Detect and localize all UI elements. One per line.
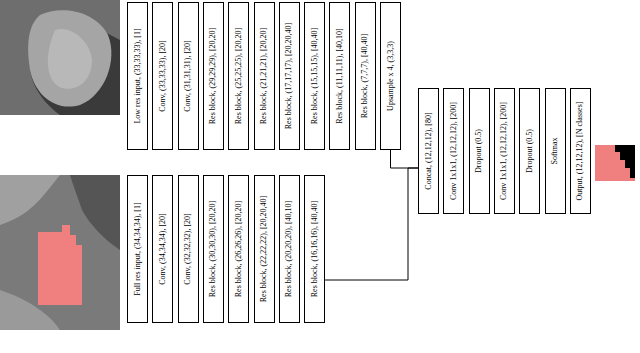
layer-label: Res block, (30,30,30), [20,20] <box>209 201 217 297</box>
output-background <box>615 145 635 178</box>
layer-box: Res block, (7,7,7), [40,40] <box>355 2 376 150</box>
layer-label: Upsample x 4, (3,3,3) <box>387 41 395 111</box>
layer-box: Low res input, (33,33,33), [1] <box>127 2 148 150</box>
layer-box: Conv, (34,34,34), [20] <box>152 175 173 323</box>
layer-label: Res block, (22,22,22), [20,20,40] <box>260 196 268 302</box>
layer-label: Dropout (0.5) <box>526 129 534 173</box>
layer-box: Dropout (0.5) <box>519 88 540 214</box>
segmentation-mask <box>38 225 82 305</box>
layer-label: Conv 1x1x1, (12,12,12), [200] <box>500 102 508 200</box>
layer-label: Conv, (33,33,33), [20] <box>159 40 167 111</box>
layer-box: Res block, (17,17,17), [20,20,40] <box>279 2 300 150</box>
layer-label: Res block, (26,26,26), [20,20] <box>235 201 243 297</box>
scan-ground <box>0 175 120 330</box>
merge-line <box>391 150 419 168</box>
layer-label: Res block, (25,25,25), [20,20] <box>235 28 243 124</box>
layer-box: Res block, (16,16,16), [40,40] <box>304 175 325 323</box>
layer-label: Res block, (7,7,7), [40,40] <box>361 34 369 118</box>
scan-organ <box>28 10 111 106</box>
layer-label: Concat, (12,12,12), [80] <box>425 112 433 189</box>
layer-box: Concat, (12,12,12), [80] <box>418 88 439 214</box>
layer-box: Upsample x 4, (3,3,3) <box>380 2 401 150</box>
layer-label: Res block, (20,20,20), [40,10] <box>285 201 293 297</box>
low-res-scan <box>0 0 120 115</box>
layer-box: Res block, (22,22,22), [20,20,40] <box>254 175 275 323</box>
layer-box: Res block, (29,29,29), [20,20] <box>203 2 224 150</box>
layer-box: Full res input, (34,34,34), [1] <box>127 175 148 323</box>
layer-label: Conv, (31,31,31), [20] <box>184 40 192 111</box>
layer-label: Res block, (29,29,29), [20,20] <box>209 28 217 124</box>
scan-dark <box>70 175 120 250</box>
layer-box: Softmax <box>545 88 566 214</box>
layer-box: Conv, (32,32,32), [20] <box>178 175 199 323</box>
layer-label: Dropout (0.5) <box>475 129 483 173</box>
layer-box: Res block, (15,15,15), [40,40] <box>304 2 325 150</box>
scan-tissue <box>0 0 120 115</box>
layer-box: Res block, (20,20,20), [40,10] <box>279 175 300 323</box>
layer-box: Res block, (21,21,21), [20,20] <box>254 2 275 150</box>
scan-ground <box>0 0 120 115</box>
layer-label: Output, (12,12,12), [N classes] <box>576 102 584 201</box>
merge-line <box>325 168 418 280</box>
layer-box: Res block, (30,30,30), [20,20] <box>203 175 224 323</box>
layer-label: Low res input, (33,33,33), [1] <box>134 28 142 123</box>
layer-box: Conv 1x1x1, (12,12,12), [200] <box>494 88 515 214</box>
layer-box: Res block, (11,11,11), [40,10] <box>329 2 350 150</box>
layer-label: Conv, (34,34,34), [20] <box>159 213 167 284</box>
layer-label: Conv 1x1x1, (12,12,12), [200] <box>450 102 458 200</box>
layer-label: Res block, (21,21,21), [20,20] <box>260 28 268 124</box>
layer-box: Dropout (0.5) <box>469 88 490 214</box>
layer-box: Res block, (26,26,26), [20,20] <box>228 175 249 323</box>
layer-label: Res block, (16,16,16), [40,40] <box>311 201 319 297</box>
layer-box: Conv 1x1x1, (12,12,12), [200] <box>443 88 464 214</box>
output-mask <box>595 145 635 181</box>
scan-organ-core <box>48 29 92 89</box>
output-patch <box>595 145 635 181</box>
layer-label: Res block, (11,11,11), [40,10] <box>336 28 344 124</box>
scan-tissue <box>0 175 60 225</box>
layer-box: Output, (12,12,12), [N classes] <box>570 88 591 214</box>
layer-label: Full res input, (34,34,34), [1] <box>134 202 142 295</box>
layer-box: Conv, (31,31,31), [20] <box>178 2 199 150</box>
layer-label: Res block, (17,17,17), [20,20,40] <box>285 23 293 129</box>
layer-box: Conv, (33,33,33), [20] <box>152 2 173 150</box>
layer-label: Res block, (15,15,15), [40,40] <box>311 28 319 124</box>
layer-box: Res block, (25,25,25), [20,20] <box>228 2 249 150</box>
layer-label: Softmax <box>551 137 559 164</box>
layer-label: Conv, (32,32,32), [20] <box>184 213 192 284</box>
full-res-scan <box>0 175 120 330</box>
